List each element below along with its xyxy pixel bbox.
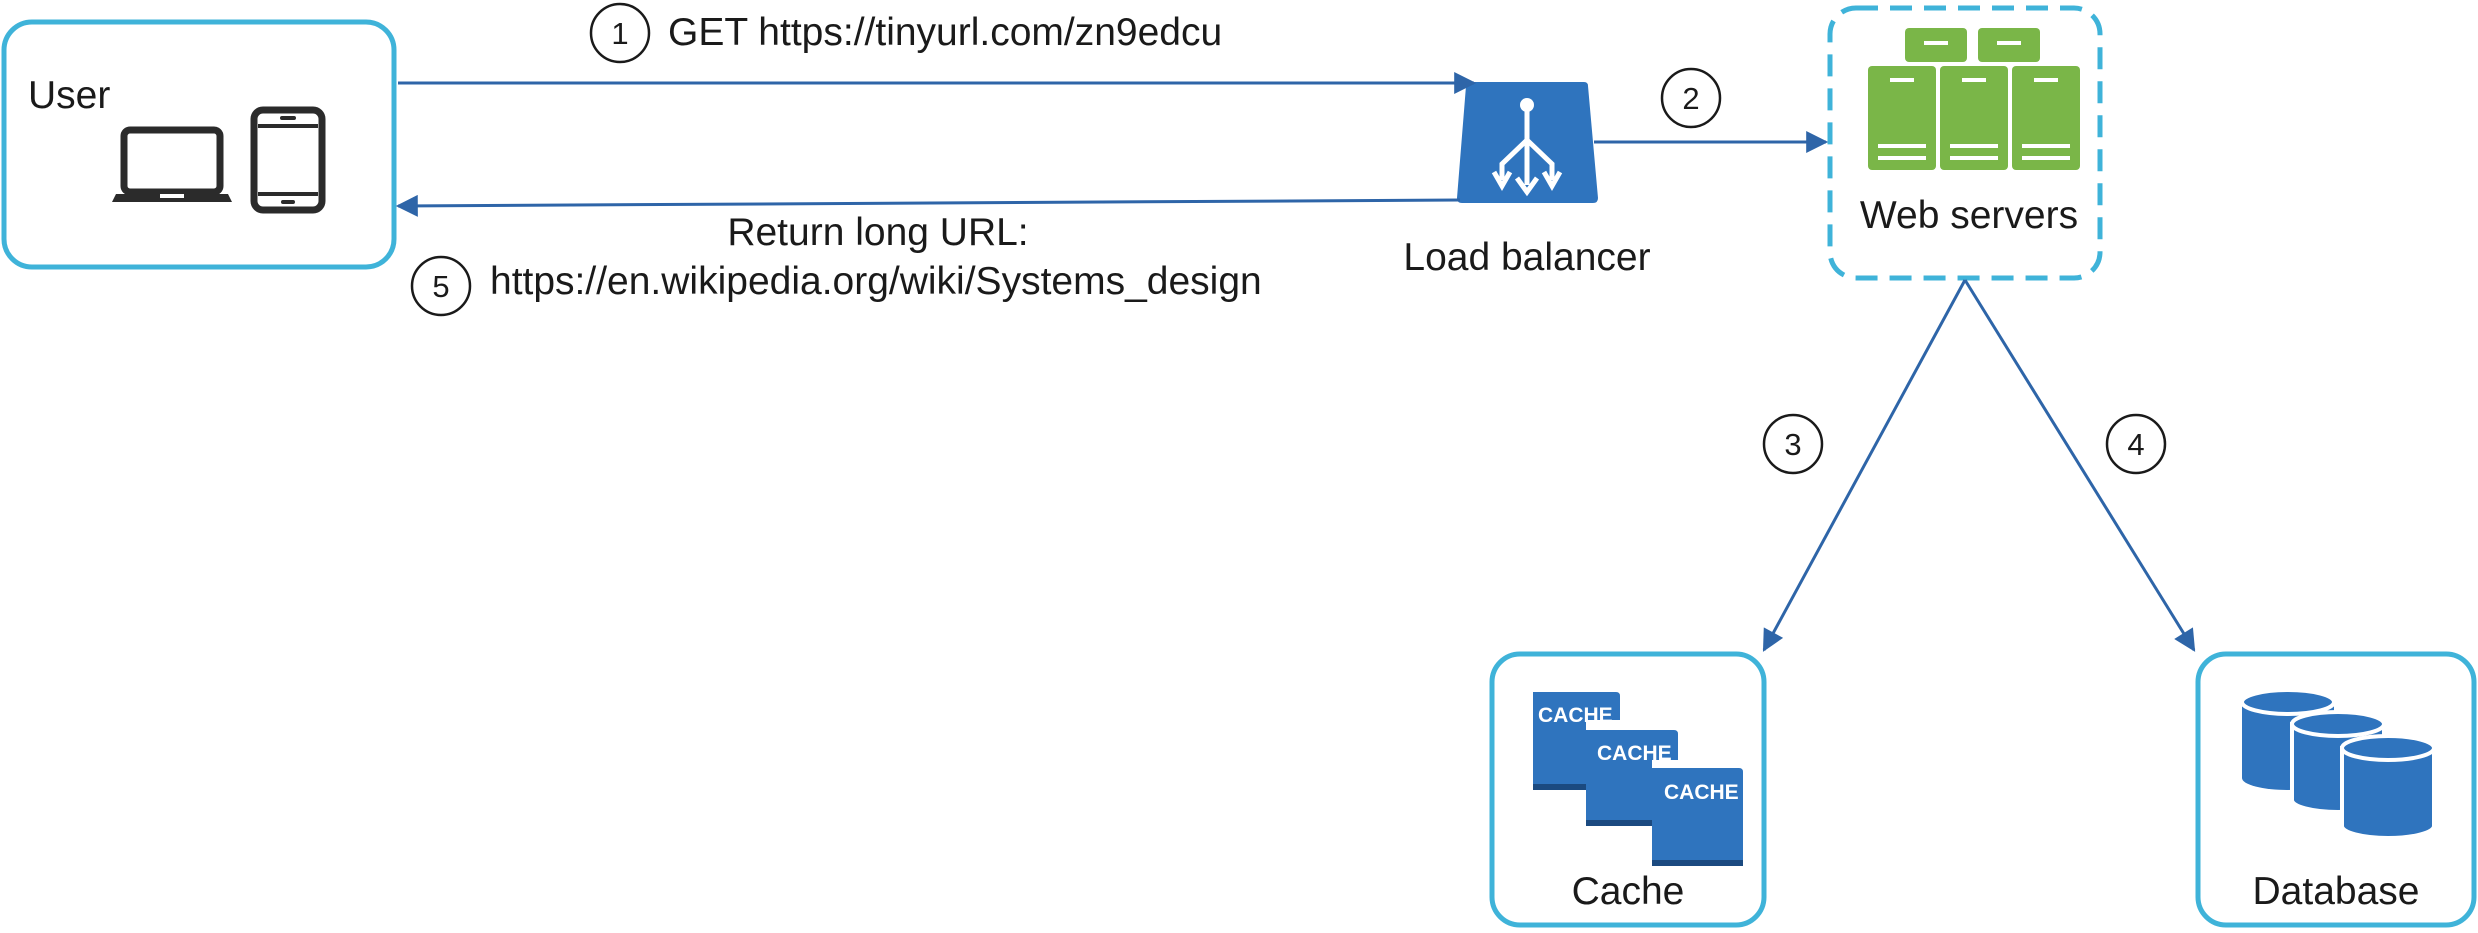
step-4: 4 [2105,413,2167,475]
database-icon [2240,688,2436,840]
server-rack-icon [1868,28,2080,170]
user-label: User [28,74,110,117]
load-balancer-label: Load balancer [1403,236,1650,279]
user-node[interactable]: User [1,19,397,270]
load-balancer-icon [1457,82,1598,203]
load-balancer-node[interactable]: Load balancer [1403,82,1651,279]
database-node[interactable]: Database [2195,651,2477,928]
cache-node[interactable]: CACHE CACHE CACHE Cache [1489,651,1767,928]
edge-web-servers-to-database [1963,279,2196,652]
step-5-label-line-2: https://en.wikipedia.org/wiki/Systems_de… [490,260,1262,303]
web-servers-label: Web servers [1860,194,2078,237]
step-2-badge [1660,67,1722,129]
step-1-badge [589,2,651,64]
step-3: 3 [1762,413,1824,475]
step-1-number: 1 [611,16,628,51]
svg-text:CACHE: CACHE [1597,742,1672,765]
svg-text:CACHE: CACHE [1664,781,1739,804]
cache-label: Cache [1572,870,1685,913]
edge-load-balancer-to-user [395,194,1461,217]
step-5: 5 Return long URL: https://en.wikipedia.… [410,211,1262,317]
edge-web-servers-to-cache [1762,279,1967,652]
user-box [1,19,397,270]
svg-text:CACHE: CACHE [1538,704,1613,727]
step-2-number: 2 [1682,81,1699,116]
step-5-badge [410,255,472,317]
step-5-label-line-1: Return long URL: [727,211,1028,254]
step-5-number: 5 [432,269,449,304]
step-1: 1 GET https://tinyurl.com/zn9edcu [589,2,1222,64]
step-4-badge [2105,413,2167,475]
step-3-number: 3 [1784,427,1801,462]
step-3-badge [1762,413,1824,475]
tablet-icon [250,106,326,214]
cache-icon: CACHE CACHE CACHE [1533,692,1743,866]
database-label: Database [2253,870,2420,913]
step-2: 2 [1660,67,1722,129]
laptop-icon [112,126,232,202]
step-1-label: GET https://tinyurl.com/zn9edcu [668,11,1222,54]
web-servers-node[interactable]: Web servers [1827,5,2103,281]
step-4-number: 4 [2127,427,2144,462]
